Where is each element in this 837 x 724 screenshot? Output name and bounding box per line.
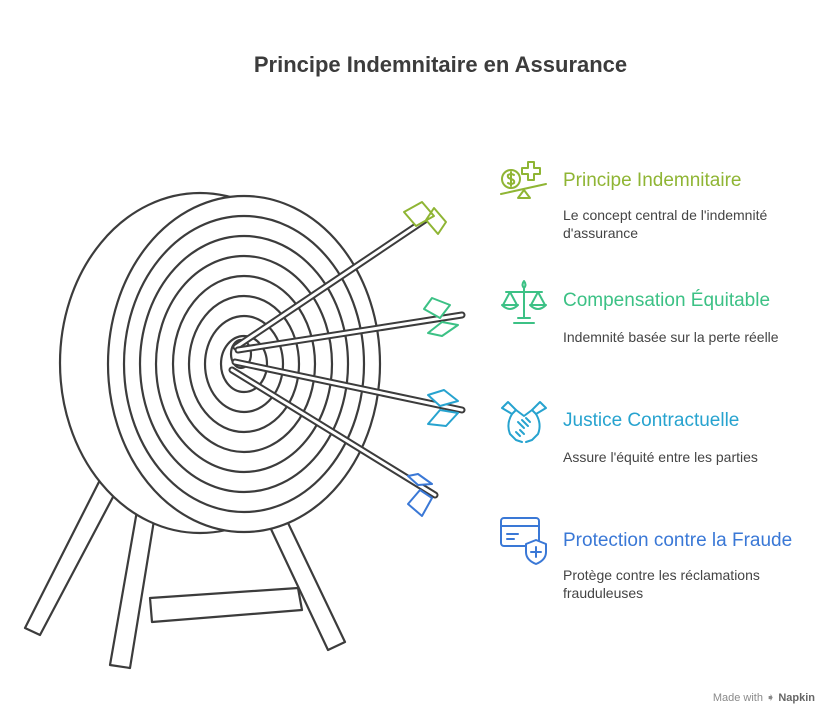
item-heading: Protection contre la Fraude (563, 530, 793, 551)
item-description: Indemnité basée sur la perte réelle (563, 329, 779, 345)
footer-prefix: Made with (712, 692, 763, 704)
footer-brand: Napkin (778, 692, 815, 704)
stand-leg-middle (108, 503, 158, 670)
made-with-napkin-footer: Made with ➧ Napkin (713, 691, 815, 704)
stand-leg-left (23, 468, 124, 637)
target-face (58, 191, 382, 535)
diagram-title: Principe Indemnitaire en Assurance (253, 52, 628, 77)
item-description: Protège contre les réclamations fraudule… (563, 567, 760, 601)
arrow-3 (231, 358, 466, 427)
money-scale-icon (500, 161, 547, 199)
stand-crossbar (148, 586, 304, 624)
target-stand (23, 468, 347, 670)
item-heading: Justice Contractuelle (563, 410, 740, 431)
item-description: Assure l'équité entre les parties (563, 449, 758, 465)
arrow-2 (234, 297, 466, 354)
arrow-4 (228, 366, 439, 517)
handshake-icon (501, 401, 547, 443)
item-description: Le concept central de l'indemnité d'assu… (563, 207, 768, 241)
balance-scale-icon (501, 280, 547, 324)
napkin-logo-icon: ➧ (766, 692, 776, 704)
item-heading: Compensation Équitable (563, 290, 771, 311)
arrow-1 (232, 201, 447, 351)
item-heading: Principe Indemnitaire (563, 170, 742, 191)
card-shield-icon (500, 517, 547, 565)
